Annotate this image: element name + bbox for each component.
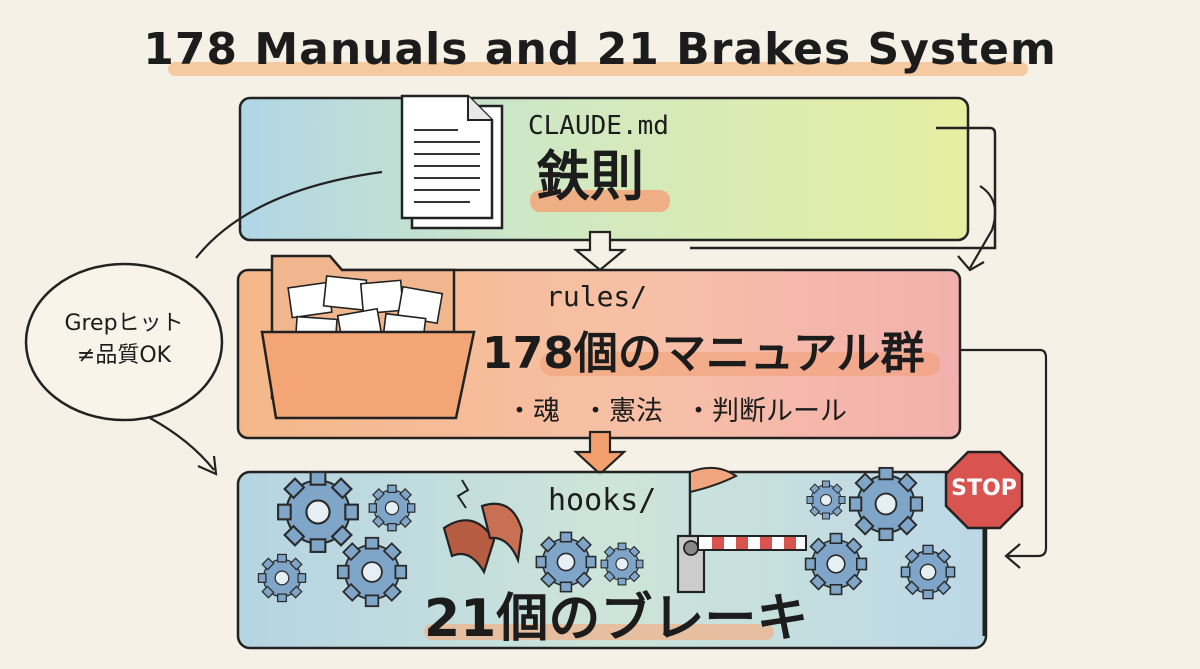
- tier2-dir-label: rules/: [546, 280, 648, 313]
- stop-sign-text: STOP: [951, 476, 1017, 501]
- bullet-soul: ・魂: [506, 396, 560, 427]
- folder-icon: [260, 254, 476, 420]
- bullet-judgment-rules: ・判断ルール: [685, 396, 847, 427]
- bullet-constitution: ・憲法: [582, 396, 663, 427]
- side-note-bubble: [24, 170, 383, 476]
- arrow-down-1: [572, 230, 628, 272]
- tier2-bullets: ・魂 ・憲法 ・判断ルール: [506, 398, 847, 425]
- tier3-dir-label: hooks/: [548, 483, 657, 518]
- arrow-right-down-1: [957, 185, 997, 272]
- diagram-title: 178 Manuals and 21 Brakes System: [143, 24, 1057, 75]
- tier3-highlight: [424, 624, 774, 640]
- arrow-down-2: [573, 430, 627, 476]
- title-highlight: [168, 62, 1028, 76]
- stop-sign-icon: [944, 450, 1024, 636]
- side-note-line1: Grepヒット: [64, 311, 184, 336]
- tier1-label: 鉄則: [536, 145, 644, 208]
- tier2-highlight: [540, 352, 940, 376]
- flag-icon: [688, 466, 738, 536]
- tier2-label: 178個のマニュアル群: [482, 328, 925, 379]
- side-note-text: Grepヒット ≠品質OK: [38, 308, 210, 372]
- tier3-label: 21個のブレーキ: [424, 589, 809, 649]
- tier1-file-label: CLAUDE.md: [528, 111, 669, 141]
- document-icon: [400, 94, 504, 230]
- side-note-line2: ≠品質OK: [76, 342, 172, 368]
- tier1-highlight: [530, 190, 670, 212]
- arrow-right-loop: [960, 348, 1048, 569]
- brake-pad-icon: [442, 479, 524, 575]
- barrier-gate-icon: [676, 534, 807, 594]
